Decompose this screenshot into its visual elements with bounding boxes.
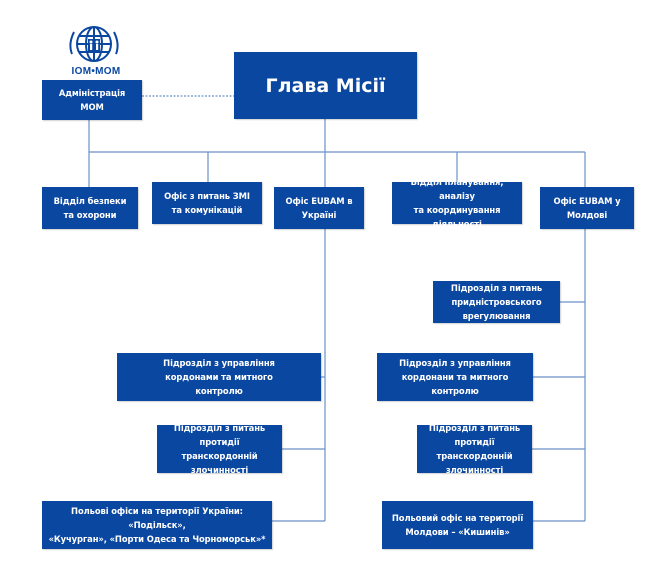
logo-text: IOM•MOM xyxy=(71,66,121,77)
moldova-border-unit-box: Підрозділ з управління кордонани та митн… xyxy=(377,353,533,401)
moldova-crime-unit-box: Підрозділ з питань протидії транскордонн… xyxy=(417,423,532,475)
ukraine-crime-unit-box: Підрозділ з питань протидії транскордонн… xyxy=(157,423,282,475)
moldova-transnistria-unit-box: Підрозділ з питань придністровського вре… xyxy=(433,281,560,323)
moldova-field-office-box: Польовий офіс на території Молдови – «Ки… xyxy=(382,501,533,549)
ukraine-border-unit-box: Підрозділ з управління кордонами та митн… xyxy=(117,353,321,401)
ukraine-field-offices-box: Польові офіси на території України: «Под… xyxy=(42,501,272,549)
planning-department-box: Відділ планування, аналізу та координува… xyxy=(392,177,522,229)
head-of-mission-box: Глава Місії xyxy=(234,52,417,119)
eubam-moldova-office-box: Офіс EUBAM у Молдові xyxy=(540,187,634,229)
media-office-box: Офіс з питань ЗМІ та комунікацій xyxy=(152,182,262,224)
iom-globe-logo-icon xyxy=(69,26,119,62)
security-department-box: Відділ безпеки та охорони xyxy=(42,187,138,229)
eubam-ukraine-office-box: Офіс EUBAM в Україні xyxy=(274,187,364,229)
admin-box: Адміністрація МОМ xyxy=(42,80,142,120)
